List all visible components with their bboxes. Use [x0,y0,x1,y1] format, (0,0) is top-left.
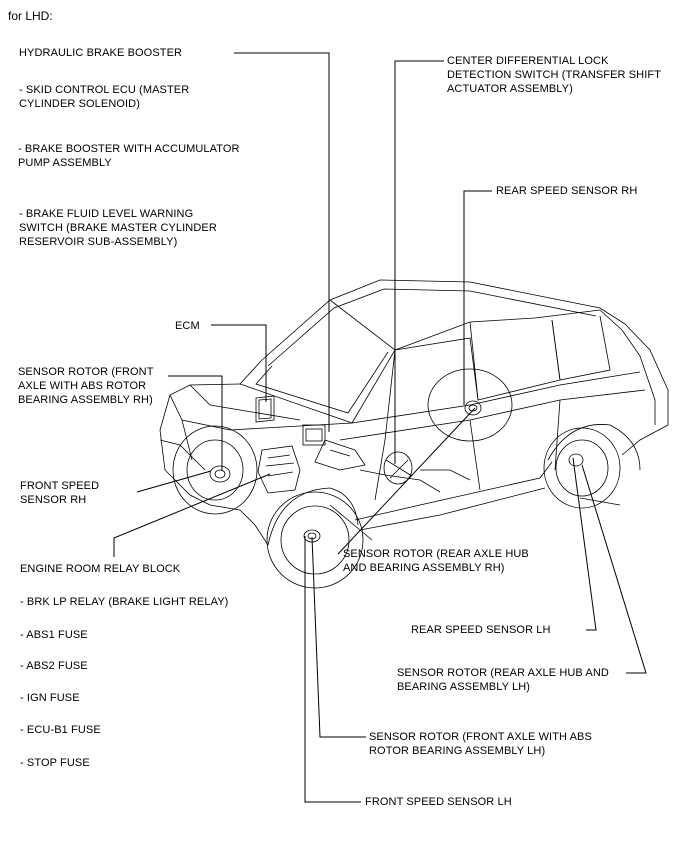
label-sensor-rotor-rear-lh: SENSOR ROTOR (REAR AXLE HUB AND BEARING … [397,667,609,693]
label-engine-room-relay-block: ENGINE ROOM RELAY BLOCK [20,563,181,575]
label-stop-fuse: - STOP FUSE [20,757,90,769]
label-ecu-b1-fuse: - ECU-B1 FUSE [20,724,101,736]
label-brake-booster-accumulator: - BRAKE BOOSTER WITH ACCUMULATOR PUMP AS… [18,143,240,169]
label-sensor-rotor-front-lh: SENSOR ROTOR (FRONT AXLE WITH ABS ROTOR … [369,731,592,757]
label-brake-fluid-level-switch: - BRAKE FLUID LEVEL WARNING SWITCH (BRAK… [19,208,217,248]
label-sensor-rotor-rear-rh: SENSOR ROTOR (REAR AXLE HUB AND BEARING … [343,548,529,574]
label-skid-control-ecu: - SKID CONTROL ECU (MASTER CYLINDER SOLE… [19,84,190,110]
label-hydraulic-brake-booster: HYDRAULIC BRAKE BOOSTER [19,47,183,59]
label-ign-fuse: - IGN FUSE [20,692,80,704]
label-rear-speed-sensor-rh: REAR SPEED SENSOR RH [496,185,638,197]
leader-lines [113,52,647,803]
front-right-wheel [172,425,258,515]
header-title: for LHD: [8,9,53,23]
label-rear-speed-sensor-lh: REAR SPEED SENSOR LH [411,624,551,636]
label-front-speed-sensor-lh: FRONT SPEED SENSOR LH [365,796,512,808]
brake-booster-assembly [302,424,366,471]
label-front-speed-sensor-rh: FRONT SPEED SENSOR RH [20,480,100,506]
engine-room-relay-block [257,445,301,494]
label-brk-lp-relay: - BRK LP RELAY (BRAKE LIGHT RELAY) [20,596,229,608]
label-center-diff-lock-switch: CENTER DIFFERENTIAL LOCK DETECTION SWITC… [447,55,662,95]
rear-right-rotor [464,400,482,416]
label-ecm: ECM [175,320,200,332]
ecm-unit [255,395,275,423]
label-sensor-rotor-front-rh: SENSOR ROTOR (FRONT AXLE WITH ABS ROTOR … [18,366,154,406]
label-abs1-fuse: - ABS1 FUSE [20,629,88,641]
label-abs2-fuse: - ABS2 FUSE [20,660,88,672]
vehicle-body [159,279,669,546]
rear-left-wheel [543,427,621,509]
transfer-actuator [359,451,471,493]
